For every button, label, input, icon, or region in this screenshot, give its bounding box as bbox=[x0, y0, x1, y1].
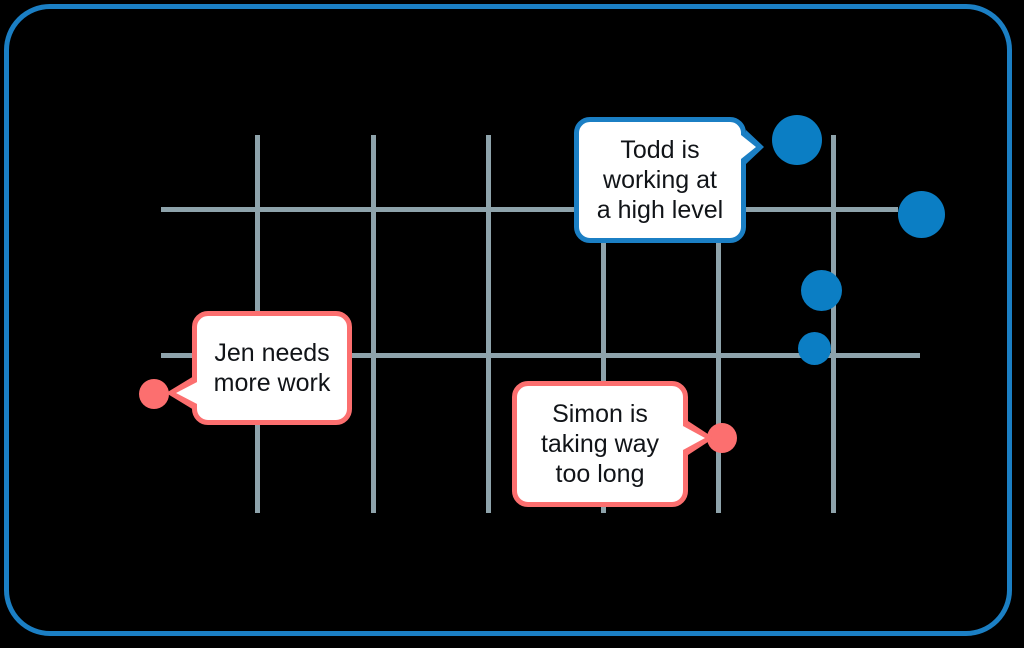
callout-simon-tail-fill bbox=[683, 426, 705, 450]
data-point-blue[interactable] bbox=[898, 191, 945, 238]
callout-jen-tail-fill bbox=[176, 381, 199, 405]
canvas-border bbox=[4, 4, 1012, 636]
data-point-red[interactable] bbox=[139, 379, 169, 409]
callout-todd-text: Todd is working at a high level bbox=[596, 136, 724, 224]
callout-todd-tail-fill bbox=[741, 135, 756, 159]
callout-simon-text: Simon is taking way too long bbox=[540, 400, 660, 488]
gridline-vertical bbox=[371, 135, 376, 513]
gridline-vertical bbox=[716, 135, 721, 513]
callout-jen[interactable]: Jen needs more work bbox=[192, 311, 352, 425]
gridline-vertical bbox=[831, 135, 836, 513]
callout-jen-text: Jen needs more work bbox=[213, 339, 331, 397]
gridline-horizontal bbox=[161, 353, 920, 358]
callout-simon[interactable]: Simon is taking way too long bbox=[512, 381, 688, 507]
gridline-vertical bbox=[601, 135, 606, 513]
data-point-blue[interactable] bbox=[801, 270, 842, 311]
gridline-vertical bbox=[486, 135, 491, 513]
data-point-blue[interactable] bbox=[798, 332, 831, 365]
data-point-blue[interactable] bbox=[772, 115, 822, 165]
gridline-horizontal bbox=[161, 207, 898, 212]
callout-todd[interactable]: Todd is working at a high level bbox=[574, 117, 746, 243]
